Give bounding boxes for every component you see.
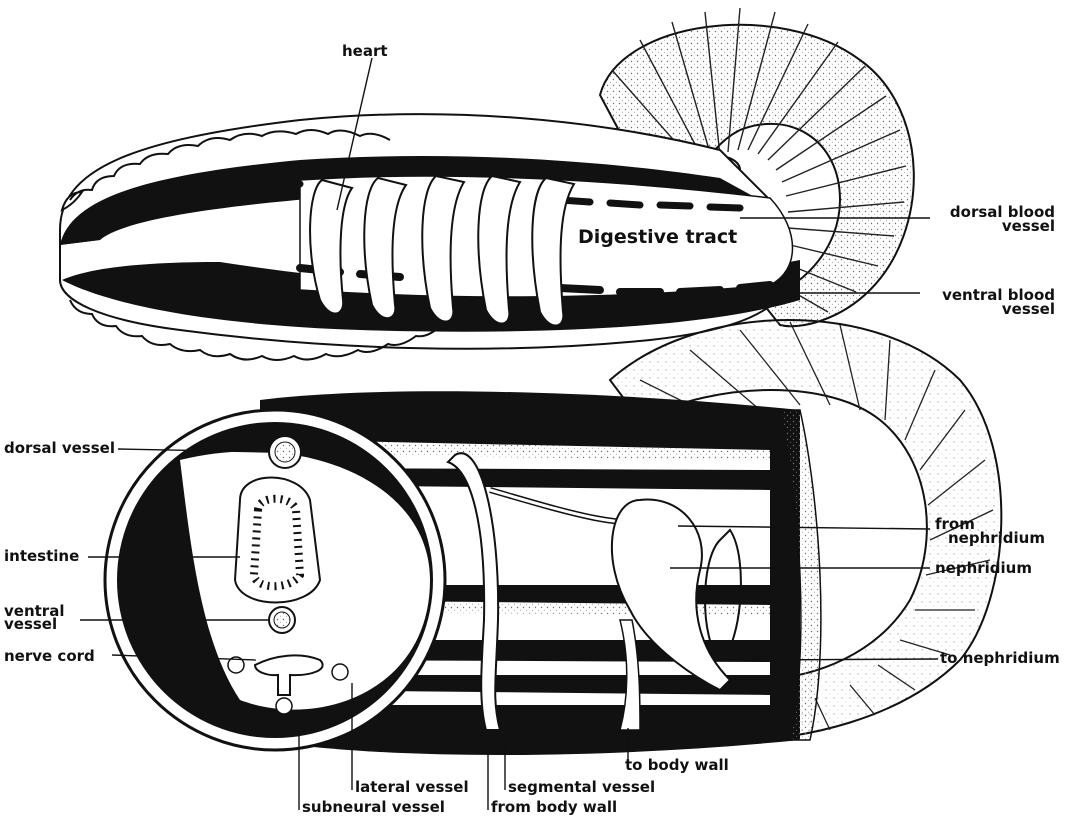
label-from-body-wall: from body wall (491, 800, 617, 814)
label-to-nephridium: to nephridium (940, 651, 1060, 665)
label-ventral-vessel-line2: vessel (4, 617, 57, 631)
label-digestive-tract: Digestive tract (578, 230, 737, 244)
label-to-body-wall: to body wall (625, 758, 729, 772)
label-intestine: intestine (4, 549, 79, 563)
label-lateral-vessel: lateral vessel (355, 780, 469, 794)
label-ventral-blood-vessel-line2: vessel (890, 302, 1055, 316)
label-segmental-vessel: segmental vessel (508, 780, 655, 794)
label-from-nephridium-line2: nephridium (948, 531, 1045, 545)
label-heart: heart (342, 44, 388, 58)
label-nephridium: nephridium (935, 561, 1032, 575)
label-dorsal-vessel: dorsal vessel (4, 441, 115, 455)
label-dorsal-blood-vessel-line2: vessel (900, 219, 1055, 233)
label-nerve-cord: nerve cord (4, 649, 95, 663)
label-subneural-vessel: subneural vessel (302, 800, 445, 814)
body-cross-section (105, 391, 821, 755)
